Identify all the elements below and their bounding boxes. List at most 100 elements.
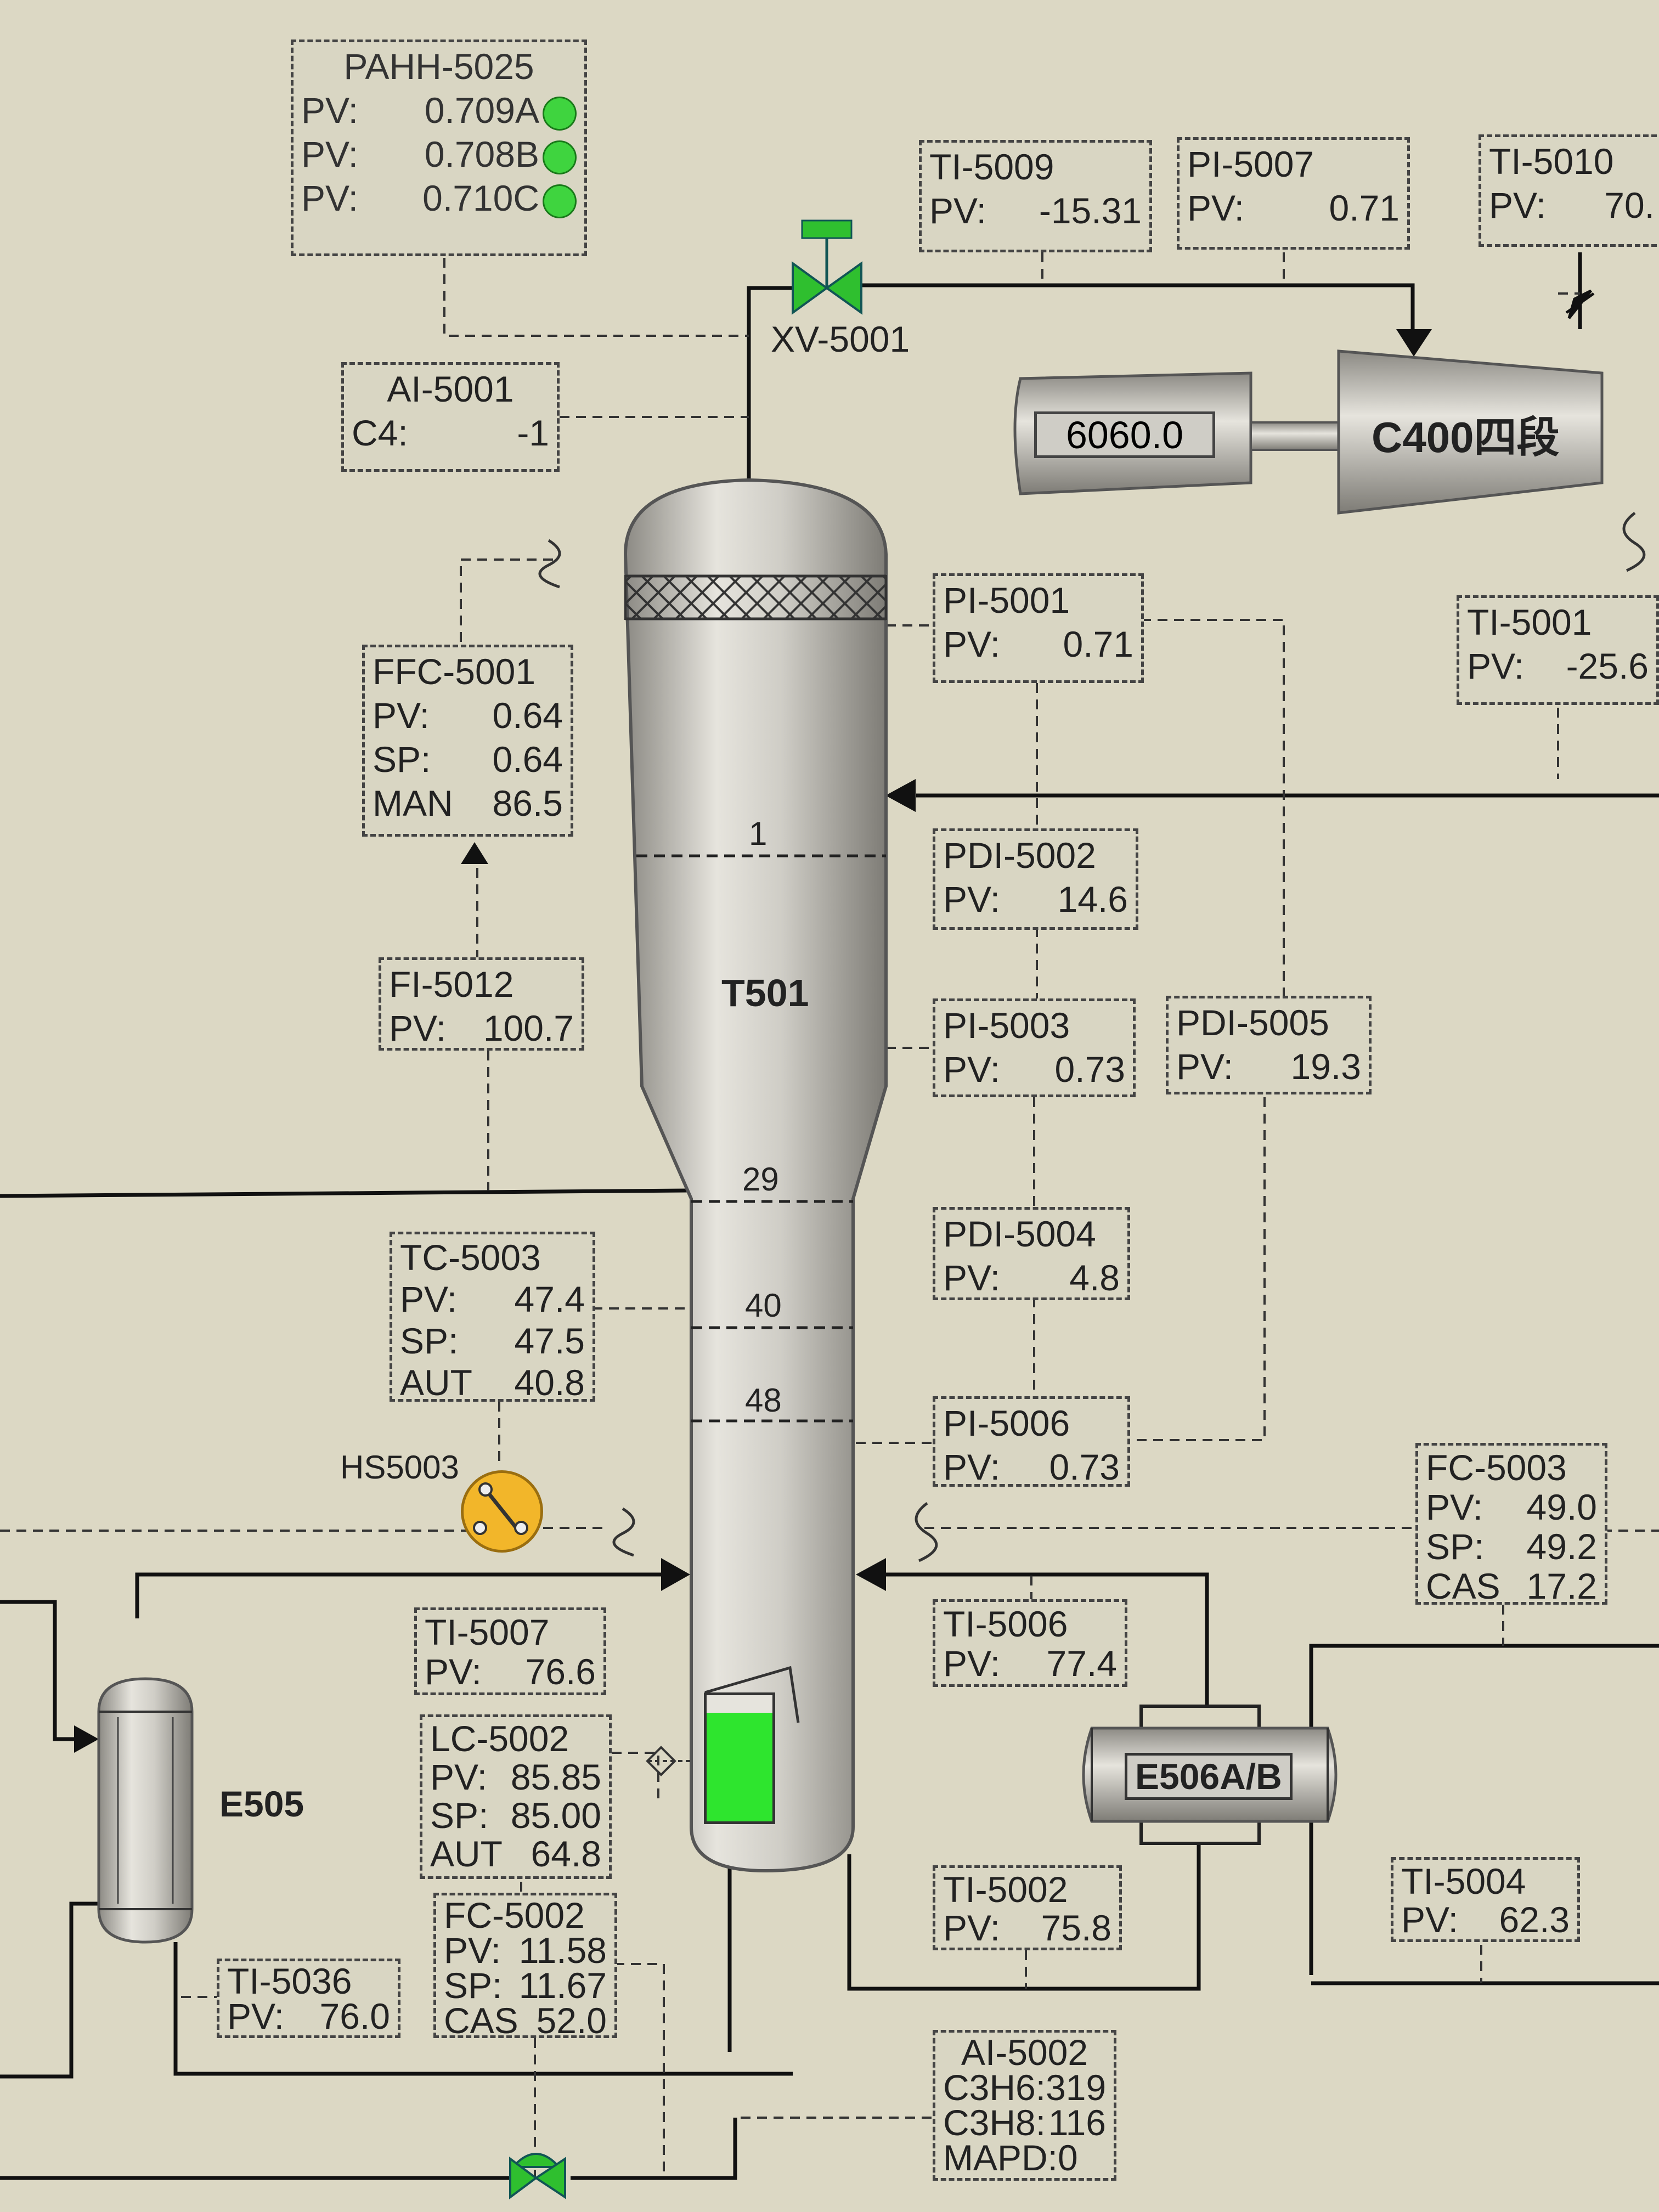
- sp-label: SP:: [400, 1321, 459, 1361]
- pv-label: PV:: [425, 1651, 482, 1692]
- compressor-speed-value: 6060.0: [1065, 414, 1184, 456]
- pahh-5025-faceplate[interactable]: PAHH-5025 PV:0.709A PV:0.708B PV:0.710C: [291, 40, 587, 256]
- sp-row: SP:11.67: [444, 1965, 607, 2006]
- fi-5012-faceplate[interactable]: FI-5012 PV:100.7: [379, 957, 584, 1051]
- pahh-row-c: PV: 0.710C: [301, 176, 577, 220]
- sp-label: SP:: [430, 1795, 489, 1836]
- pv-row: PV:47.4: [400, 1278, 585, 1320]
- pi-5006-faceplate[interactable]: PI-5006 PV:0.73: [933, 1396, 1130, 1487]
- analyzer-label: MAPD:: [943, 2137, 1058, 2178]
- ti-5036-faceplate[interactable]: TI-5036 PV:76.0: [217, 1959, 400, 2038]
- ti-5001-faceplate[interactable]: TI-5001 PV:-25.6: [1457, 595, 1659, 705]
- level-fill: [707, 1713, 772, 1821]
- pv-value: 0.71: [1329, 188, 1400, 228]
- sp-value: 47.5: [514, 1321, 585, 1361]
- ai-5001-faceplate[interactable]: AI-5001 C4:-1: [341, 362, 560, 472]
- sp-row: SP:49.2: [1426, 1527, 1597, 1566]
- ti-5002-faceplate[interactable]: TI-5002 PV:75.8: [933, 1865, 1122, 1950]
- status-led-icon: [543, 96, 577, 131]
- status-led-icon: [543, 140, 577, 174]
- pv-row: PV:76.6: [425, 1652, 596, 1691]
- tag-name: TI-5004: [1401, 1861, 1526, 1901]
- pv-label: PV:: [444, 1930, 501, 1971]
- pi-5003-faceplate[interactable]: PI-5003 PV:0.73: [933, 998, 1136, 1097]
- pv-row: PV:0.71: [1187, 186, 1400, 230]
- ti-5006-faceplate[interactable]: TI-5006 PV:77.4: [933, 1599, 1127, 1687]
- analyzer-label: C3H6:: [943, 2067, 1046, 2108]
- pv-value: 0.73: [1054, 1049, 1125, 1090]
- mode-label: MAN: [373, 783, 453, 823]
- e506-label[interactable]: E506A/B: [1125, 1753, 1293, 1800]
- c3h6-row: C3H6:319: [943, 2067, 1107, 2108]
- pv-row: PV:49.0: [1426, 1487, 1597, 1527]
- e505-label[interactable]: E505: [219, 1784, 304, 1824]
- pv-label: PV:: [943, 624, 1000, 664]
- pv-value: -25.6: [1566, 646, 1649, 686]
- pv-value: 4.8: [1069, 1257, 1120, 1298]
- ti-5010-faceplate[interactable]: TI-5010 PV:70.: [1479, 134, 1659, 247]
- pi-5001-faceplate[interactable]: PI-5001 PV:0.71: [933, 573, 1144, 683]
- ti-5009-faceplate[interactable]: TI-5009 PV:-15.31: [919, 140, 1152, 252]
- tray-label-1: 1: [749, 815, 768, 852]
- ti-5004-faceplate[interactable]: TI-5004 PV:62.3: [1391, 1857, 1580, 1942]
- tag-name: AI-5001: [387, 369, 514, 409]
- hs5003-switch[interactable]: [461, 1470, 543, 1553]
- tag-name: PI-5007: [1187, 144, 1314, 184]
- compressor-speed-display[interactable]: 6060.0: [1034, 411, 1215, 458]
- pv-value: 0.710C: [422, 178, 539, 218]
- lc-5002-level-gauge: [704, 1692, 775, 1824]
- pv-label: PV:: [301, 178, 358, 218]
- pv-value: 70.: [1604, 185, 1655, 225]
- pv-value: 0.73: [1049, 1447, 1120, 1487]
- pi-5007-faceplate[interactable]: PI-5007 PV:0.71: [1177, 137, 1410, 250]
- tag-name: TC-5003: [400, 1237, 541, 1278]
- pdi-5002-faceplate[interactable]: PDI-5002 PV:14.6: [933, 828, 1138, 930]
- analyzer-label: C3H8:: [943, 2102, 1046, 2143]
- tag-name: TI-5036: [227, 1961, 352, 2001]
- pv-row: PV:0.73: [943, 1047, 1125, 1091]
- pdi-5005-faceplate[interactable]: PDI-5005 PV:19.3: [1166, 996, 1372, 1094]
- ai-5002-faceplate[interactable]: AI-5002 C3H6:319 C3H8:116 MAPD:0: [933, 2030, 1116, 2181]
- analyzer-value: -1: [517, 413, 549, 453]
- tag-name: FI-5012: [389, 964, 514, 1005]
- ti-5007-faceplate[interactable]: TI-5007 PV:76.6: [414, 1607, 606, 1695]
- tag-name: FC-5003: [1426, 1447, 1567, 1488]
- tag-name: TI-5006: [943, 1604, 1068, 1644]
- pv-row: PV:0.71: [943, 622, 1133, 666]
- output-value: 40.8: [514, 1362, 585, 1403]
- pv-row: PV:76.0: [227, 1998, 390, 2034]
- pv-row: PV:11.58: [444, 1930, 607, 1971]
- tag-name: PI-5003: [943, 1005, 1070, 1046]
- mode-label: CAS: [444, 2000, 518, 2041]
- column-label[interactable]: T501: [721, 972, 809, 1014]
- pv-value: -15.31: [1039, 190, 1142, 231]
- analyzer-value: 116: [1048, 2102, 1106, 2143]
- mode-label: CAS: [1426, 1566, 1500, 1606]
- pv-label: PV:: [389, 1008, 446, 1048]
- fc-5002-valve: [509, 2153, 566, 2199]
- pv-row: PV:-25.6: [1467, 644, 1649, 688]
- sp-value: 11.67: [518, 1965, 607, 2006]
- pv-value: 0.709A: [424, 90, 539, 131]
- pv-label: PV:: [1401, 1899, 1458, 1940]
- analyzer-value: 319: [1046, 2067, 1107, 2108]
- pv-value: 0.708B: [424, 134, 539, 174]
- pv-value: 0.64: [492, 695, 563, 736]
- pv-value: 49.0: [1526, 1487, 1597, 1527]
- sp-label: SP:: [373, 739, 431, 780]
- pv-row: PV:100.7: [389, 1006, 574, 1050]
- pdi-5004-faceplate[interactable]: PDI-5004 PV:4.8: [933, 1207, 1130, 1300]
- tag-name: PDI-5004: [943, 1214, 1096, 1254]
- tag-name: AI-5002: [961, 2032, 1088, 2073]
- tag-name: TI-5007: [425, 1612, 550, 1652]
- pahh-row-a: PV:0.709A: [301, 88, 577, 132]
